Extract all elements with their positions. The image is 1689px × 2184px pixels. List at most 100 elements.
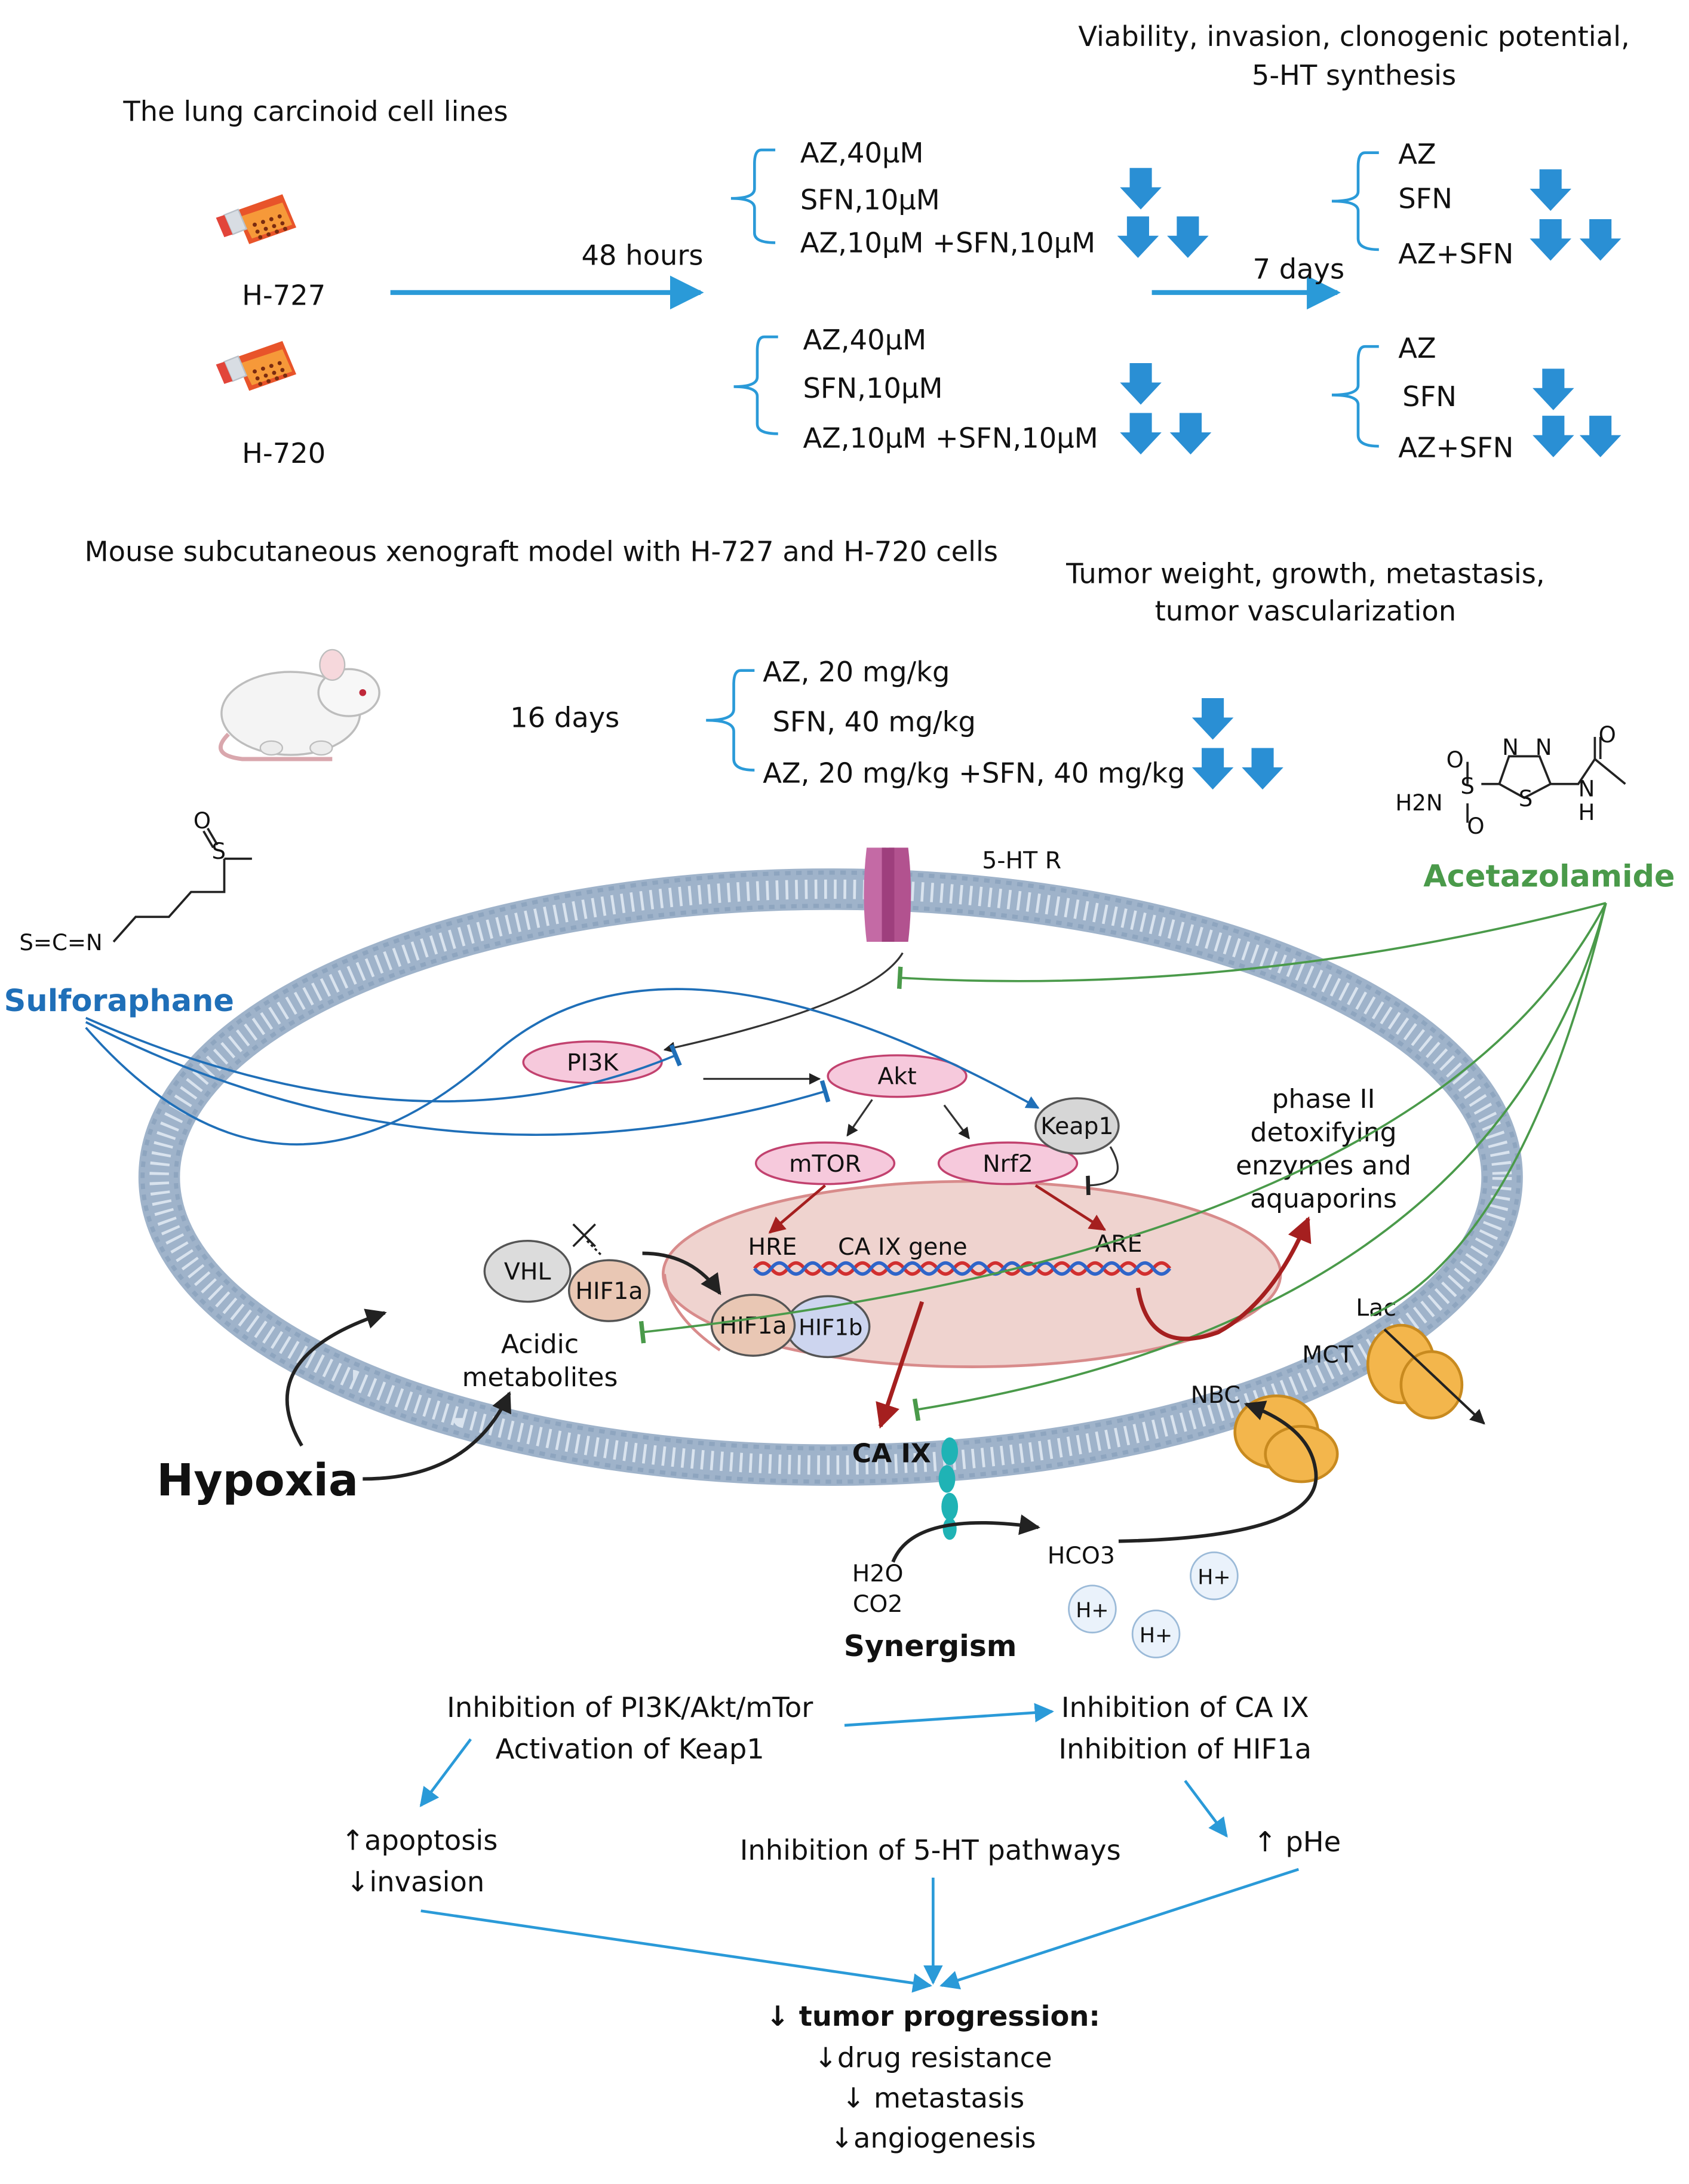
- sfn-atom-o: O: [194, 808, 211, 834]
- mouse-title: Mouse subcutaneous xenograft model with …: [85, 536, 998, 568]
- invasion-label: ↓invasion: [346, 1866, 485, 1898]
- proton-label-2: H+: [1076, 1599, 1108, 1623]
- 7days-label: 7 days: [1252, 253, 1344, 285]
- down-arrow-icon: [1120, 363, 1162, 405]
- in-vitro-readouts-line2: 5-HT synthesis: [1252, 59, 1456, 91]
- flow-arrow-right-to-result: [939, 1867, 1300, 1990]
- result-item-3: ↓angiogenesis: [830, 2122, 1036, 2154]
- phase2-line1: phase II: [1272, 1084, 1375, 1114]
- blocked-x-icon: [572, 1223, 602, 1256]
- 5ht-receptor-icon: [864, 847, 911, 942]
- mouse-icon: [219, 649, 380, 761]
- hif1a-cytoplasm-label: HIF1a: [575, 1277, 643, 1305]
- keap1-node: [1034, 1097, 1120, 1155]
- mtor-node: [754, 1141, 896, 1185]
- 48h-label: 48 hours: [582, 239, 704, 271]
- down-arrow-icon: [1120, 168, 1162, 210]
- long1-treatment-2: SFN: [1398, 182, 1452, 214]
- lac-label: Lac: [1356, 1294, 1396, 1322]
- phase2-line3: enzymes and: [1236, 1150, 1411, 1181]
- mtor-label: mTOR: [789, 1150, 861, 1178]
- down-arrow-icon: [1169, 413, 1212, 455]
- sfn-atom-scn: S=C=N: [19, 930, 102, 956]
- ca9-label: CA IX: [852, 1439, 931, 1469]
- result-item-2: ↓ metastasis: [842, 2082, 1024, 2114]
- h727-label: H-727: [242, 279, 325, 312]
- akt-label: Akt: [877, 1063, 916, 1091]
- long2-treatment-2: SFN: [1402, 380, 1457, 413]
- proton-label-3: H+: [1140, 1624, 1172, 1648]
- acetazolamide-label: Acetazolamide: [1423, 859, 1675, 894]
- hif1a-nucleus-node: [710, 1294, 796, 1357]
- nbc-transporter-icon: [1233, 1394, 1339, 1483]
- sulforaphane-structure: [112, 827, 252, 943]
- cell-membrane: [138, 868, 1523, 1486]
- az-atom-s1: S: [1460, 773, 1475, 799]
- co2-label: CO2: [853, 1590, 903, 1618]
- 5ht-receptor-label: 5-HT R: [982, 847, 1061, 874]
- ca9-gene-label: CA IX gene: [838, 1233, 968, 1261]
- az-atom-o1: O: [1447, 747, 1464, 773]
- az-atom-s2: S: [1519, 786, 1533, 812]
- long1-treatment-1: AZ: [1398, 138, 1436, 170]
- h727-treatment-2: SFN,10μM: [800, 184, 940, 216]
- hypoxia-label: Hypoxia: [156, 1455, 358, 1506]
- keap1-label: Keap1: [1040, 1113, 1113, 1140]
- az-atom-n2: N: [1536, 735, 1552, 760]
- hif1b-label: HIF1b: [799, 1314, 862, 1340]
- az-atom-n1: N: [1502, 735, 1519, 760]
- dna-helix-icon: [753, 1261, 1172, 1276]
- nrf2-node: [937, 1141, 1079, 1185]
- down-arrow-icon: [1120, 413, 1162, 455]
- flow-right-line1: Inhibition of CA IX: [1061, 1691, 1309, 1724]
- down-arrow-icon: [1530, 219, 1571, 261]
- in-vivo-readouts-line1: Tumor weight, growth, metastasis,: [1065, 558, 1544, 590]
- result-item-1: ↓drug resistance: [814, 2042, 1052, 2074]
- akt-node: [827, 1054, 968, 1098]
- vhl-node: [483, 1239, 572, 1303]
- pathway-arrows: [85, 902, 1607, 1563]
- down-arrow-icon: [1533, 368, 1574, 410]
- h727-treatment-3: AZ,10μM +SFN,10μM: [800, 227, 1095, 259]
- hif1a-cytoplasm-node: [567, 1259, 650, 1322]
- phase2-line2: detoxifying: [1251, 1117, 1397, 1148]
- proton-label-1: H+: [1197, 1566, 1230, 1590]
- mouse-treatment-1: AZ, 20 mg/kg: [763, 656, 950, 688]
- down-arrow-icon: [1530, 169, 1571, 211]
- synergism-label: Synergism: [844, 1630, 1017, 1663]
- flow-left-line2: Activation of Keap1: [496, 1733, 764, 1765]
- az-atom-o3: O: [1599, 722, 1616, 748]
- hre-label: HRE: [748, 1233, 797, 1261]
- down-arrow-icon: [1191, 748, 1234, 790]
- long2-treatment-1: AZ: [1398, 332, 1436, 364]
- mouse-treatment-3: AZ, 20 mg/kg +SFN, 40 mg/kg: [763, 757, 1185, 789]
- sulforaphane-label: Sulforaphane: [4, 984, 234, 1019]
- flow-arrow-to-phe: [1184, 1780, 1228, 1838]
- 5ht-pathways-label: Inhibition of 5-HT pathways: [740, 1834, 1121, 1866]
- down-arrow-icon: [1579, 416, 1622, 457]
- sfn-atom-s: S: [211, 838, 226, 864]
- h720-treatment-3: AZ,10μM +SFN,10μM: [803, 422, 1098, 454]
- down-arrow-icon: [1117, 216, 1159, 258]
- flow-right-line2: Inhibition of HIF1a: [1058, 1733, 1312, 1765]
- az-atom-n3: N: [1579, 776, 1595, 802]
- down-arrow-icon: [1242, 748, 1283, 790]
- h720-bracket: [733, 335, 778, 435]
- down-arrow-icon: [1579, 219, 1622, 261]
- h720-flask-icon: [215, 340, 297, 392]
- h727-treatment-1: AZ,40μM: [800, 137, 924, 169]
- az-atom-o2: O: [1467, 813, 1484, 839]
- down-arrow-icon: [1191, 698, 1234, 740]
- down-arrow-icon: [1533, 416, 1574, 457]
- h727-flask-icon: [215, 193, 297, 245]
- flow-arrow-to-apoptosis: [419, 1738, 472, 1808]
- long2-treatment-3: AZ+SFN: [1398, 432, 1513, 464]
- flow-arrow-left-to-result: [420, 1909, 932, 1993]
- down-arrow-icon: [1167, 216, 1209, 258]
- mouse-bracket: [706, 669, 755, 772]
- in-vivo-readouts-line2: tumor vascularization: [1155, 595, 1457, 627]
- 16days-label: 16 days: [510, 702, 619, 734]
- flow-left-line1: Inhibition of PI3K/Akt/mTor: [447, 1691, 813, 1724]
- h2o-label: H2O: [852, 1560, 904, 1587]
